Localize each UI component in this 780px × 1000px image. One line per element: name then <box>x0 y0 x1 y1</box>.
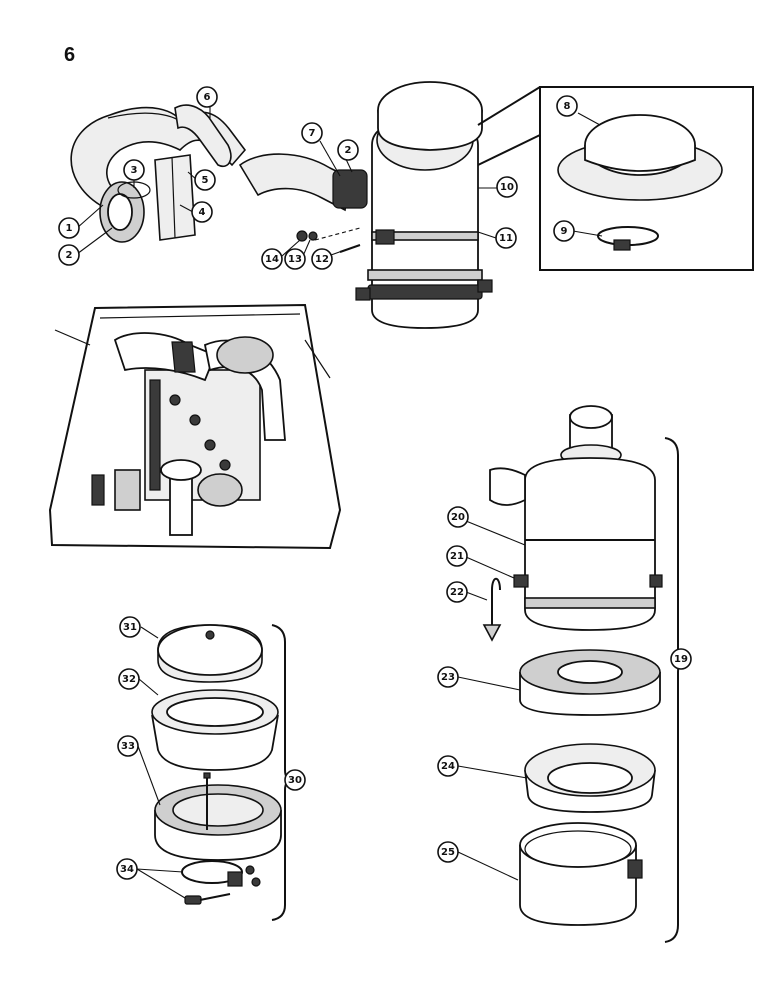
callout-21: 21 <box>446 545 468 567</box>
callout-8: 8 <box>556 95 578 117</box>
callout-number: 22 <box>450 587 464 598</box>
callout-number: 1 <box>66 223 73 234</box>
callout-number: 21 <box>450 551 464 562</box>
callout-4: 4 <box>191 201 213 223</box>
callout-number: 19 <box>674 654 688 665</box>
callout-number: 6 <box>204 92 211 103</box>
callout-19: 19 <box>670 648 692 670</box>
callout-13: 13 <box>284 248 306 270</box>
callout-number: 30 <box>288 775 302 786</box>
callout-number: 31 <box>123 622 137 633</box>
callout-24: 24 <box>437 755 459 777</box>
callout-number: 5 <box>202 175 209 186</box>
callout-2: 2 <box>337 139 359 161</box>
callout-number: 2 <box>66 250 73 261</box>
inset-detail <box>477 86 754 271</box>
callout-25: 25 <box>437 841 459 863</box>
callout-31: 31 <box>119 616 141 638</box>
oil-bath-cleaner-exploded <box>482 405 689 943</box>
callout-number: 14 <box>265 254 279 265</box>
callout-33: 33 <box>117 735 139 757</box>
page-number: 6 <box>64 44 76 66</box>
callout-number: 11 <box>499 233 513 244</box>
callout-number: 3 <box>131 165 138 176</box>
callout-23: 23 <box>437 666 459 688</box>
callout-number: 24 <box>441 761 455 772</box>
callout-5: 5 <box>194 169 216 191</box>
callout-11: 11 <box>495 227 517 249</box>
intake-hose-assembly <box>70 104 368 243</box>
callout-number: 7 <box>309 128 316 139</box>
callout-number: 23 <box>441 672 455 683</box>
callout-10: 10 <box>496 176 518 198</box>
callout-22: 22 <box>446 581 468 603</box>
callout-number: 13 <box>288 254 302 265</box>
callout-6: 6 <box>196 86 218 108</box>
callout-number: 25 <box>441 847 455 858</box>
callout-number: 10 <box>500 182 514 193</box>
callout-3: 3 <box>123 159 145 181</box>
callout-number: 2 <box>345 145 352 156</box>
leader-lines <box>76 106 603 899</box>
callout-number: 33 <box>121 741 135 752</box>
callout-1: 1 <box>58 217 80 239</box>
callout-number: 34 <box>120 864 134 875</box>
dry-cleaner-exploded <box>151 624 294 921</box>
callout-34: 34 <box>116 858 138 880</box>
callout-number: 8 <box>564 101 571 112</box>
callout-30: 30 <box>284 769 306 791</box>
callout-12: 12 <box>311 248 333 270</box>
callout-2: 2 <box>58 244 80 266</box>
callout-7: 7 <box>301 122 323 144</box>
callout-14: 14 <box>261 248 283 270</box>
callout-number: 4 <box>199 207 206 218</box>
callout-9: 9 <box>553 220 575 242</box>
callout-20: 20 <box>447 506 469 528</box>
air-cleaner-body <box>296 81 493 329</box>
callout-32: 32 <box>118 668 140 690</box>
callout-number: 32 <box>122 674 136 685</box>
callout-number: 20 <box>451 512 465 523</box>
callout-number: 12 <box>315 254 329 265</box>
callout-number: 9 <box>561 226 568 237</box>
engine-bay-view <box>48 303 342 550</box>
callout-labels: 1234567289101112131419202122232425303132… <box>58 86 692 880</box>
